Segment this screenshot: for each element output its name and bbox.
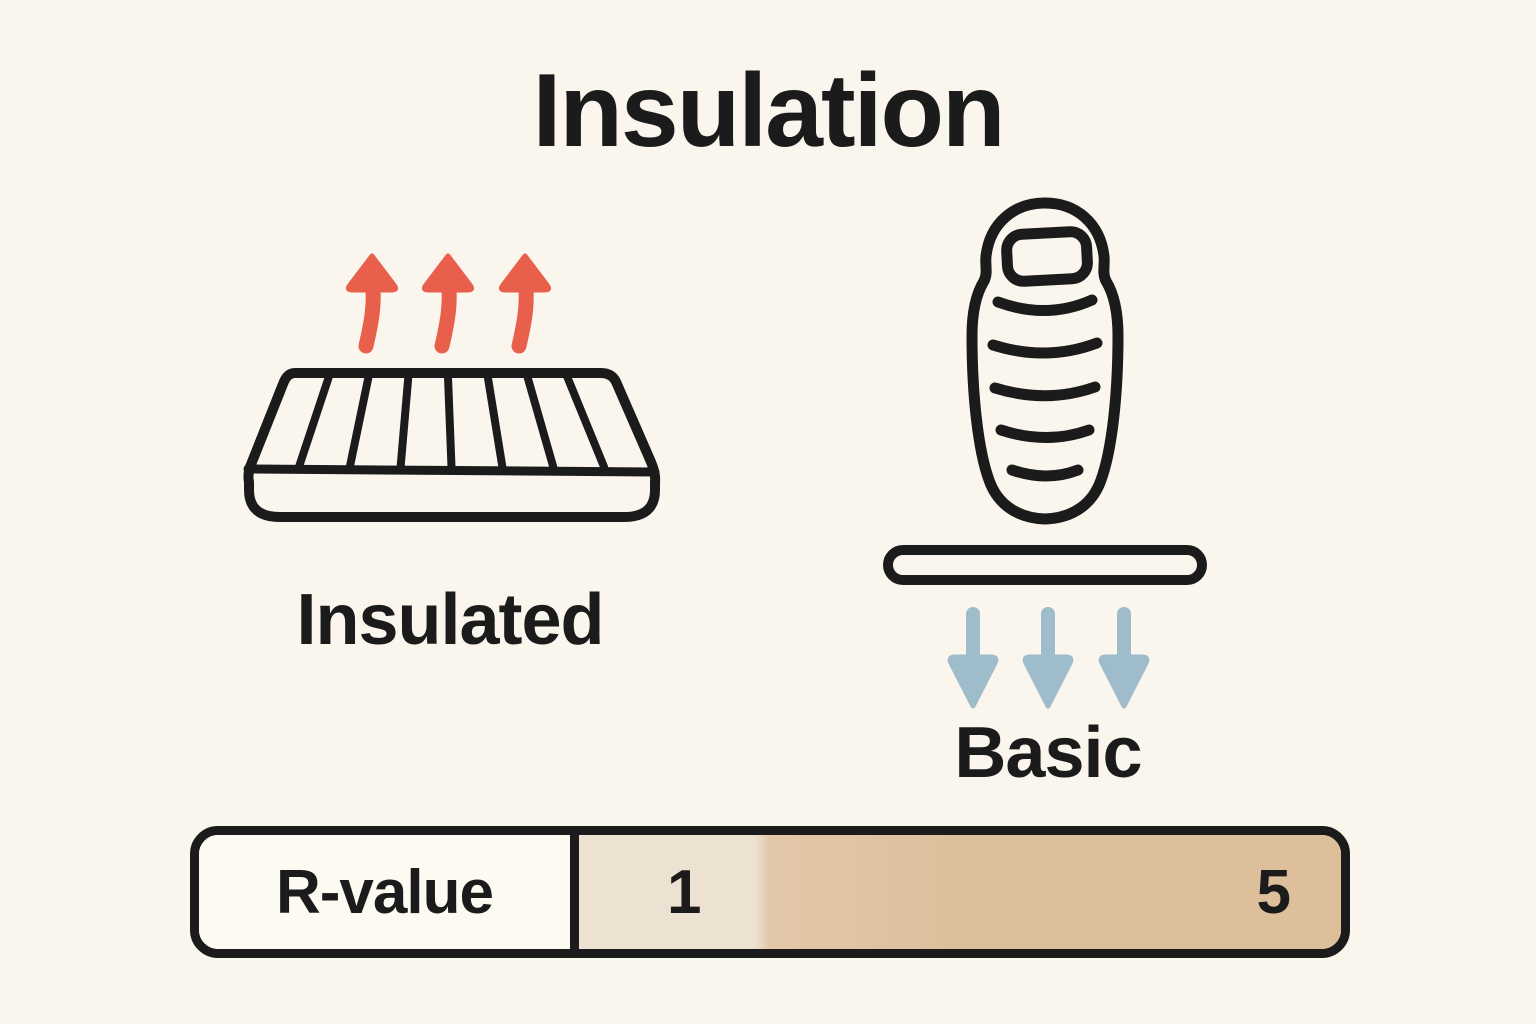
heat-down-arrows-icon (947, 607, 1150, 709)
basic-thin-pad-icon (883, 545, 1207, 585)
r-value-max: 5 (1256, 857, 1291, 927)
up-arrow-icon (345, 253, 552, 354)
heat-up-arrows-icon (345, 253, 552, 354)
hood-opening (1001, 226, 1093, 287)
r-value-label: R-value (199, 835, 570, 949)
insulated-sleeping-pad-icon (243, 368, 661, 522)
r-value-gradient-scale: 1 5 (579, 835, 1341, 949)
sleeping-bag-icon (966, 197, 1124, 525)
pad-baffle-lines (294, 373, 609, 471)
bag-baffle-lines (987, 294, 1103, 482)
r-value-scale-bar: R-value 1 5 (190, 826, 1350, 958)
bar-divider (570, 835, 579, 949)
basic-label: Basic (954, 713, 1142, 793)
insulated-label: Insulated (296, 580, 604, 660)
page-title: Insulation (532, 53, 1005, 169)
down-arrow-icon (947, 607, 1150, 709)
r-value-min: 1 (667, 857, 702, 927)
